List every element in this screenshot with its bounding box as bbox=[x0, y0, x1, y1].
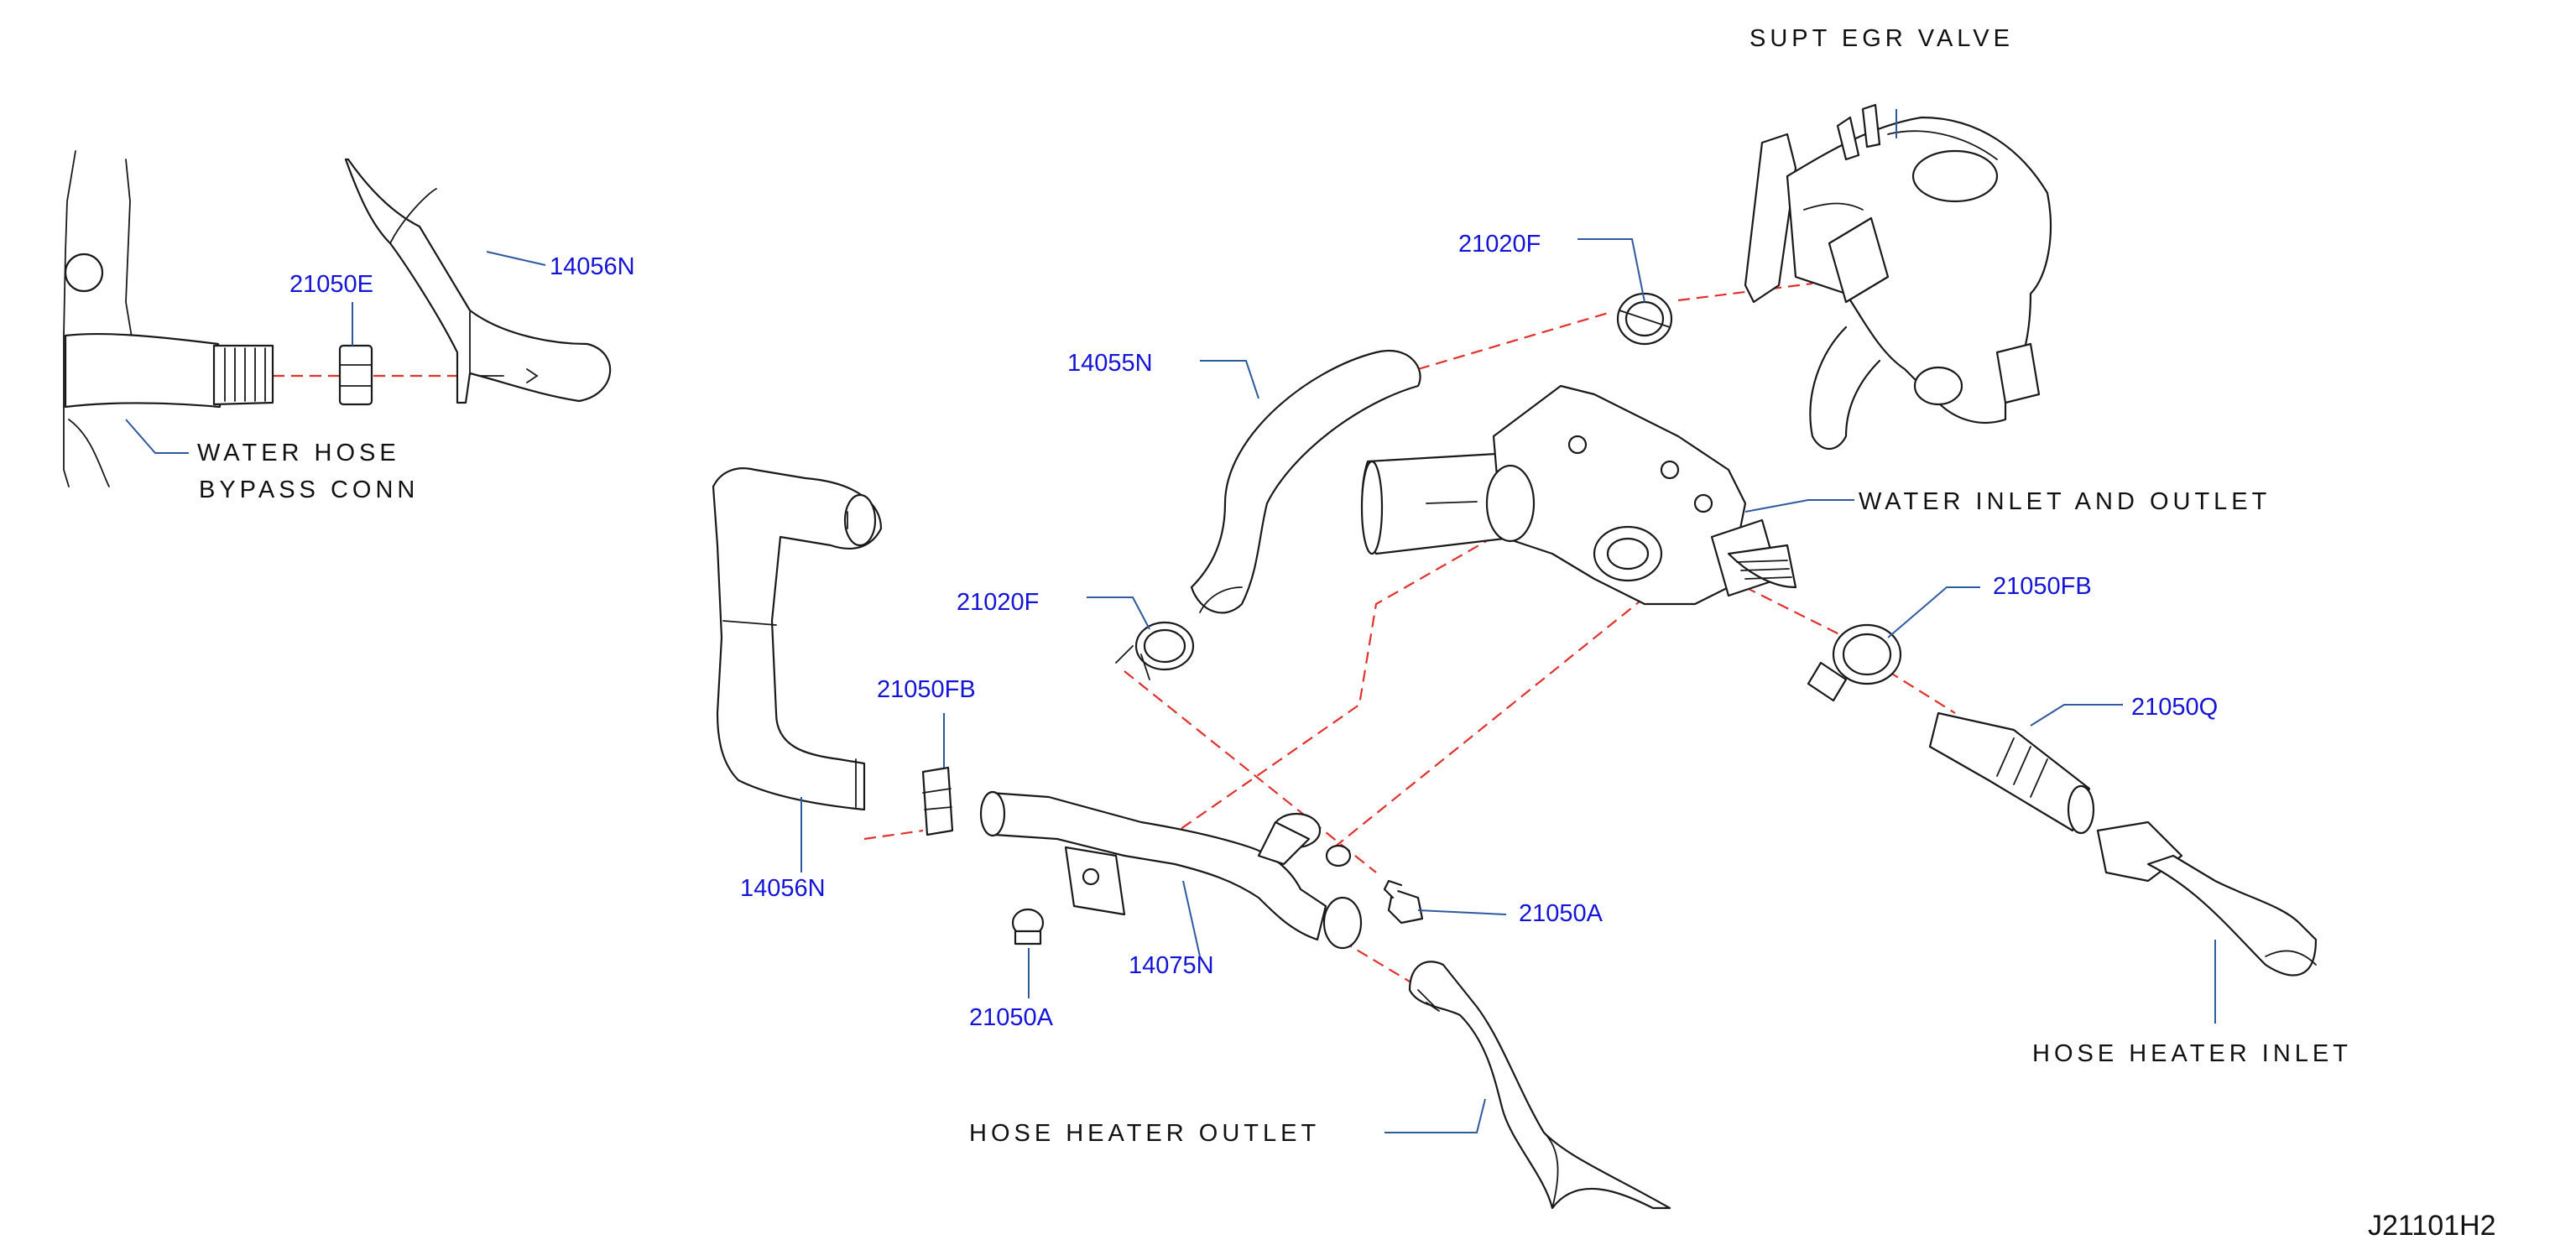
part-number-14075n: 14075N bbox=[1129, 952, 1214, 979]
label-hose-heater-inlet: HOSE HEATER INLET bbox=[2032, 1040, 2352, 1067]
part-number-21050a-right: 21050A bbox=[1519, 900, 1603, 927]
hose-connector-21050q-part bbox=[1928, 711, 2095, 835]
part-number-14056n-top: 14056N bbox=[550, 253, 635, 280]
water-hose-bypass-conn-part bbox=[63, 150, 274, 487]
bolt-21050a-right-part bbox=[1383, 879, 1424, 925]
part-number-21020f-top: 21020F bbox=[1458, 231, 1541, 258]
diagram-code: J21101H2 bbox=[2368, 1210, 2496, 1242]
part-number-21050e: 21050E bbox=[289, 271, 373, 298]
label-water-inlet-outlet: WATER INLET AND OUTLET bbox=[1859, 488, 2271, 515]
water-inlet-outlet-part bbox=[1360, 384, 1797, 606]
part-number-21050fb-right: 21050FB bbox=[1993, 573, 2092, 600]
part-number-21020f-mid: 21020F bbox=[957, 589, 1039, 616]
bolt-21050a-left-part bbox=[1011, 908, 1045, 945]
pipe-14075n-part bbox=[979, 790, 1363, 950]
clamp-21050fb-right-part bbox=[1807, 623, 1902, 702]
hose-heater-outlet-part bbox=[1408, 961, 1671, 1210]
part-number-14055n: 14055N bbox=[1067, 350, 1153, 377]
hose-14056n-top-part bbox=[344, 158, 612, 404]
part-number-14056n-left: 14056N bbox=[740, 875, 826, 902]
part-number-21050fb-left: 21050FB bbox=[877, 676, 976, 703]
hose-14055n-part bbox=[1190, 350, 1421, 614]
clamp-21050e-part bbox=[338, 344, 373, 406]
label-bypass-conn: BYPASS CONN bbox=[199, 477, 419, 503]
leader-lines bbox=[125, 109, 2216, 1133]
label-supt-egr-valve: SUPT EGR VALVE bbox=[1749, 25, 2014, 52]
label-water-hose: WATER HOSE bbox=[197, 440, 400, 466]
part-number-21050q: 21050Q bbox=[2131, 694, 2218, 721]
label-hose-heater-outlet: HOSE HEATER OUTLET bbox=[969, 1120, 1320, 1147]
clamp-21020f-mid-part bbox=[1115, 621, 1195, 680]
clamp-21050fb-left-part bbox=[921, 766, 954, 836]
hose-heater-inlet-part bbox=[2096, 820, 2318, 977]
part-number-21050a-left: 21050A bbox=[969, 1004, 1054, 1031]
hose-14056n-left-part bbox=[712, 467, 883, 811]
supt-egr-valve-part bbox=[1744, 103, 2052, 450]
